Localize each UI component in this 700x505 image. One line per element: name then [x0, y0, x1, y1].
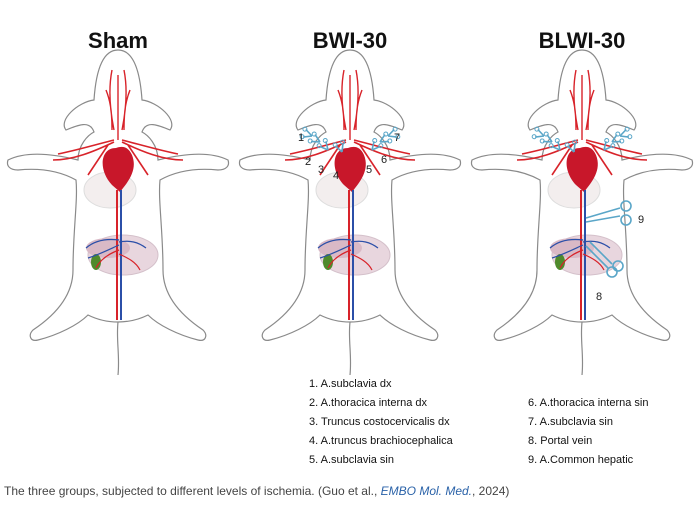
legend-item-7: 7. A.subclavia sin [528, 416, 613, 428]
legend-item-1: 1. A.subclavia dx [309, 378, 392, 390]
bwi-label-6: 6 [381, 154, 387, 166]
rat-illustration-bwi [238, 49, 462, 376]
bwi-label-1: 1 [298, 132, 304, 144]
forceps-icon [585, 200, 632, 278]
caption-suffix: , 2024) [472, 484, 510, 498]
caption-text: The three groups, subjected to different… [4, 484, 381, 498]
figure: Sham BWI-30 BLWI-30 [6, 28, 694, 466]
legend-item-6: 6. A.thoracica interna sin [528, 397, 648, 409]
blwi-label-9: 9 [638, 214, 644, 226]
bwi-label-2: 2 [305, 156, 311, 168]
panel-title-blwi: BLWI-30 [539, 28, 626, 53]
journal-link[interactable]: EMBO Mol. Med. [380, 484, 473, 498]
bwi-label-5: 5 [366, 164, 372, 176]
bwi-label-7: 7 [394, 132, 400, 144]
legend-item-8: 8. Portal vein [528, 435, 592, 447]
figure-caption: The three groups, subjected to different… [4, 484, 694, 498]
legend-item-3: 3. Truncus costocervicalis dx [309, 416, 450, 428]
bwi-label-4: 4 [333, 170, 339, 182]
bwi-number-labels: 1 2 3 4 5 6 7 [298, 132, 400, 182]
legend-item-4: 4. A.truncus brachiocephalica [309, 435, 454, 447]
blwi-number-labels: 9 8 [596, 214, 644, 303]
bwi-label-3: 3 [318, 164, 324, 176]
legend-item-9: 9. A.Common hepatic [528, 454, 634, 466]
rat-illustration-sham [6, 49, 230, 376]
legend: 1. A.subclavia dx 2. A.thoracica interna… [309, 378, 648, 466]
blwi-label-8: 8 [596, 291, 602, 303]
legend-item-5: 5. A.subclavia sin [309, 454, 394, 466]
legend-item-2: 2. A.thoracica interna dx [309, 397, 428, 409]
rat-illustration-blwi [470, 49, 694, 376]
panel-title-sham: Sham [88, 28, 148, 53]
panel-title-bwi: BWI-30 [313, 28, 388, 53]
